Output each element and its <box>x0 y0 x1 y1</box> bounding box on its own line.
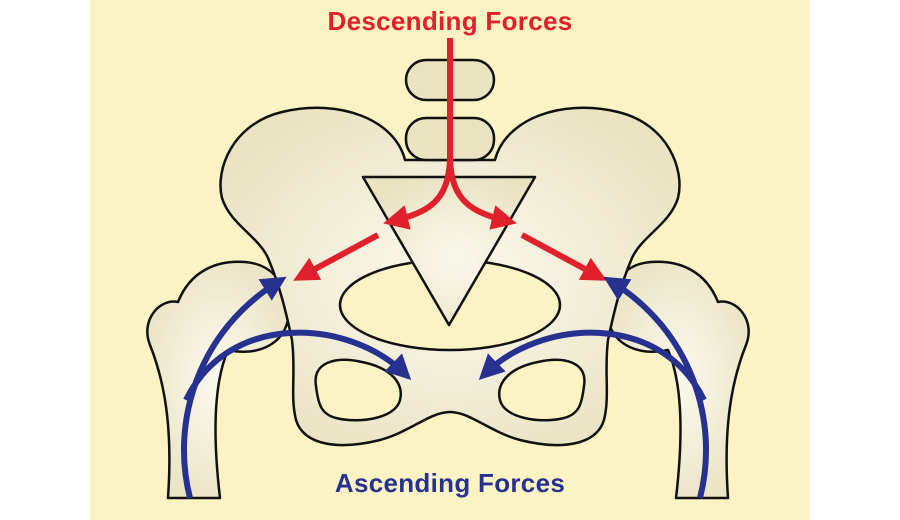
diagram-canvas <box>90 0 810 520</box>
ascending-force-arrows <box>181 276 709 499</box>
descending-arrow-right-outer <box>520 232 607 281</box>
ascending-forces-label: Ascending Forces <box>334 468 566 498</box>
right-femur <box>606 260 750 500</box>
descending-arrow-left-outer <box>293 232 380 281</box>
right-obturator-foramen <box>498 358 586 422</box>
ascending-arrow-left-to-pubis <box>183 329 412 402</box>
ascending-arrow-right-to-pubis <box>478 329 707 402</box>
descending-force-arrows <box>293 38 607 281</box>
descending-forces-label: Descending Forces <box>327 6 573 36</box>
left-obturator-foramen <box>314 358 402 422</box>
descending-arrow-right-inner <box>447 159 517 230</box>
